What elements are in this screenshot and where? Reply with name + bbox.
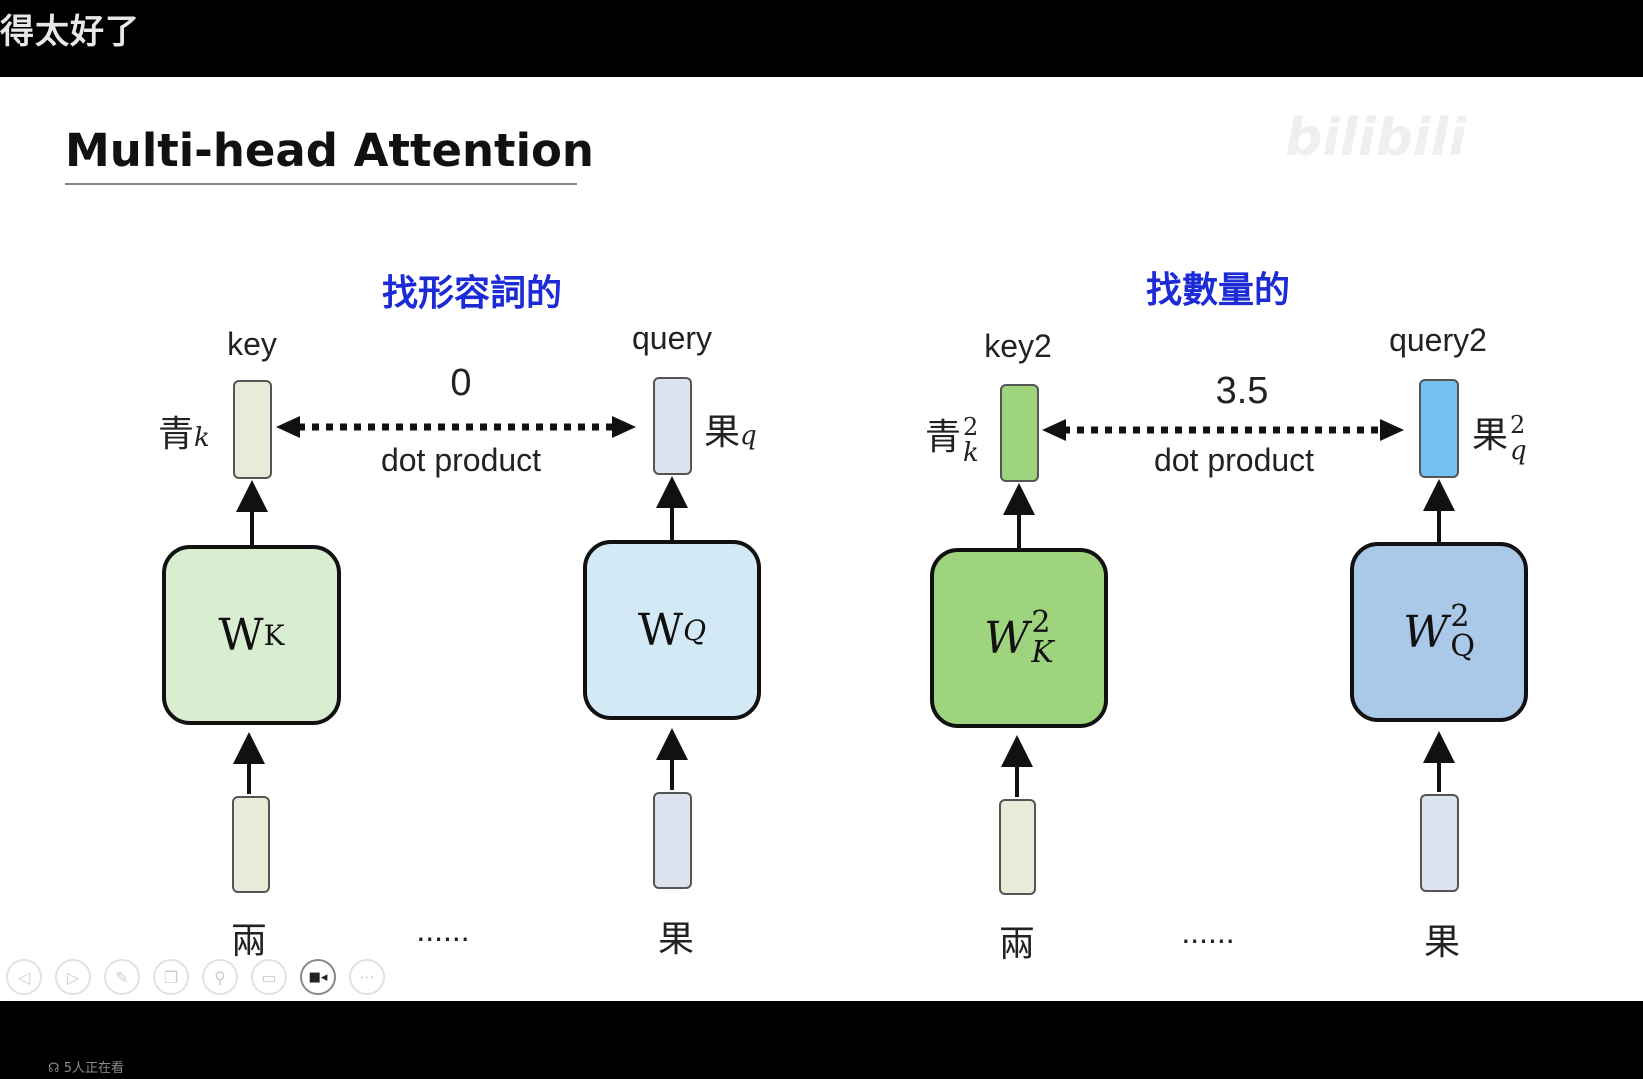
- player-toolbar: ◁ ▷ ✎ ❐ ⚲ ▭ ■◂ ···: [6, 959, 385, 995]
- key2-label: key2: [984, 328, 1052, 364]
- previous-icon: ◁: [17, 967, 31, 987]
- dot-product-label: dot product: [380, 442, 542, 478]
- zoom-button[interactable]: ⚲: [202, 959, 238, 995]
- input-vector: [232, 796, 270, 893]
- people-icon: ☊: [48, 1061, 64, 1076]
- viewer-count: ☊ 5人正在看: [48, 1061, 124, 1076]
- dot-product-label: dot product: [1153, 442, 1315, 478]
- query-symbol: 果q: [704, 412, 757, 453]
- slide-title: Multi-head Attention: [65, 124, 594, 177]
- key-symbol: 青k: [158, 414, 210, 455]
- title-underline: [65, 183, 577, 185]
- query2-label: query2: [1389, 322, 1487, 358]
- input-token: 兩: [998, 924, 1036, 965]
- arrowhead-right: [612, 416, 636, 438]
- input-token: 果: [1423, 922, 1461, 963]
- pen-icon: ✎: [115, 967, 129, 987]
- more-icon: ···: [359, 967, 375, 987]
- camera-icon: ■◂: [308, 969, 328, 985]
- heading-quantity: 找數量的: [1145, 270, 1291, 311]
- input-token: 果: [657, 919, 695, 960]
- input-vector: [653, 792, 692, 889]
- arrowhead-left: [1042, 419, 1066, 441]
- top-bar: 得太好了: [0, 0, 1643, 77]
- slide: [0, 77, 1643, 1001]
- bilibili-watermark: bilibili: [1285, 108, 1467, 168]
- copy-icon: ❐: [163, 967, 179, 987]
- input-vector: [999, 799, 1036, 895]
- next-button[interactable]: ▷: [55, 959, 91, 995]
- next-icon: ▷: [66, 967, 80, 987]
- subtitle-icon: ▭: [261, 967, 277, 987]
- heading-adjective: 找形容詞的: [381, 273, 563, 314]
- video-caption: 得太好了: [0, 12, 140, 52]
- ellipsis: ......: [416, 912, 470, 948]
- copy-button[interactable]: ❐: [153, 959, 189, 995]
- arrowhead-right: [1380, 419, 1404, 441]
- score-value: 0: [450, 362, 472, 404]
- camera-button[interactable]: ■◂: [300, 959, 336, 995]
- ellipsis: ......: [1181, 914, 1235, 950]
- query-label: query: [631, 320, 713, 356]
- zoom-icon: ⚲: [214, 967, 226, 987]
- score-value: 3.5: [1215, 370, 1269, 412]
- arrowhead-left: [276, 416, 300, 438]
- query2-vector: [1419, 379, 1459, 478]
- input-vector: [1420, 794, 1459, 892]
- input-token: 兩: [230, 921, 268, 962]
- pen-button[interactable]: ✎: [104, 959, 140, 995]
- key2-vector: [1000, 384, 1039, 482]
- previous-button[interactable]: ◁: [6, 959, 42, 995]
- key-label: key: [227, 326, 277, 362]
- more-button[interactable]: ···: [349, 959, 385, 995]
- key-vector: [233, 380, 272, 479]
- query-vector: [653, 377, 692, 475]
- subtitle-button[interactable]: ▭: [251, 959, 287, 995]
